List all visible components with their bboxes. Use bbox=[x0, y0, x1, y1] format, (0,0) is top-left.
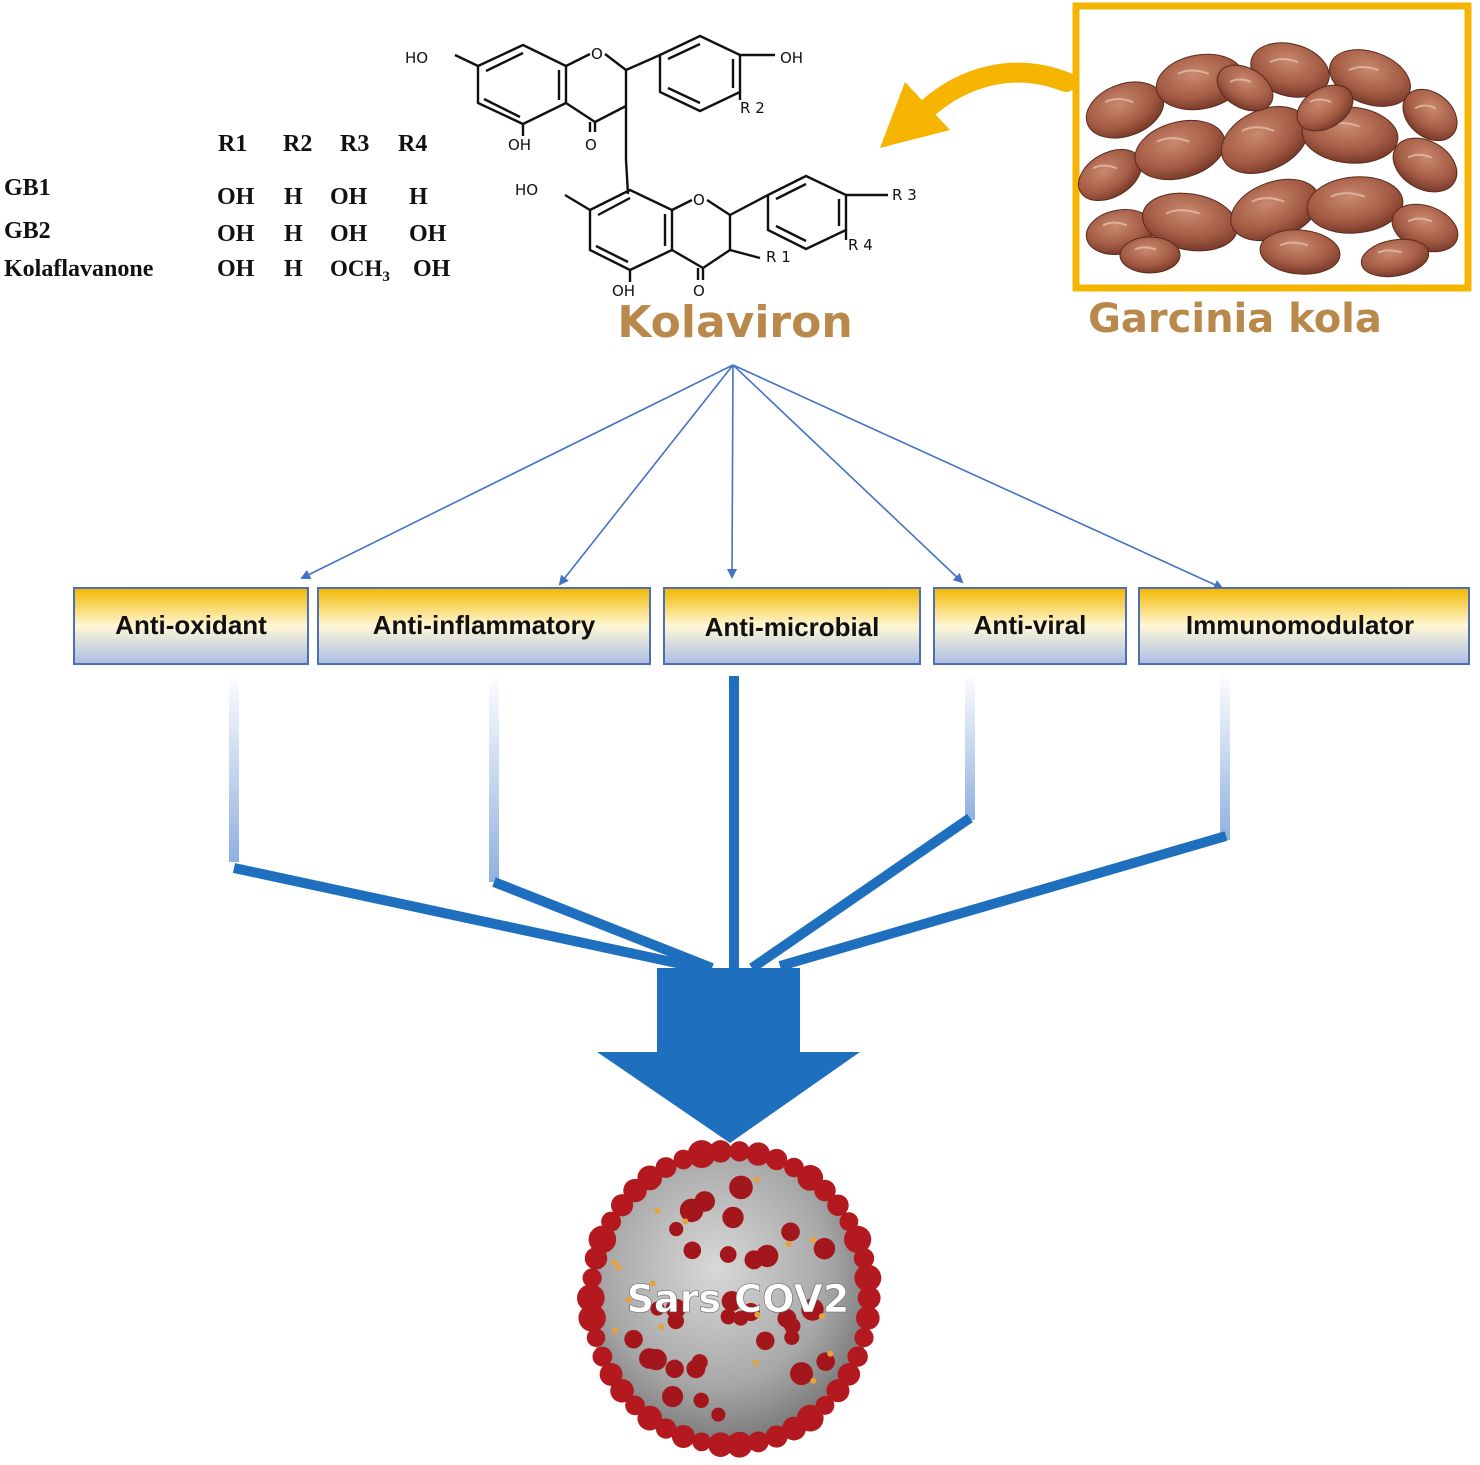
table-header-r3: R3 bbox=[340, 131, 369, 157]
activity-box bbox=[1138, 587, 1470, 665]
table-header-r4: R4 bbox=[398, 131, 427, 157]
label-r3: R 3 bbox=[892, 186, 917, 204]
activity-label: Anti-inflammatory bbox=[373, 610, 596, 640]
table-cell: OH bbox=[217, 221, 255, 247]
table-row-name: GB1 bbox=[4, 175, 51, 201]
table-cell: H bbox=[284, 221, 303, 247]
activity-box bbox=[933, 587, 1127, 665]
target-name: Sars COV2 bbox=[627, 1277, 850, 1321]
table-cell: OH bbox=[409, 221, 447, 247]
table-cell: OCH3 bbox=[330, 256, 390, 285]
activity-box bbox=[317, 587, 651, 665]
table-cell: OH bbox=[330, 184, 368, 210]
substituent-table: R1 R2 R3 R4 GB1 OH H OH H GB2 OH H OH OH… bbox=[4, 131, 451, 285]
activity-box bbox=[663, 587, 921, 665]
label-ho-bottom: HO bbox=[515, 181, 538, 199]
arrowhead-icon bbox=[880, 82, 950, 148]
kolaviron-structure bbox=[454, 34, 888, 282]
activity-label: Anti-oxidant bbox=[115, 610, 267, 640]
table-row-name: GB2 bbox=[4, 218, 51, 244]
sars-cov2-virus-icon bbox=[576, 1140, 882, 1458]
activity-label: Anti-viral bbox=[974, 610, 1087, 640]
table-cell: H bbox=[284, 184, 303, 210]
label-o-ring-bottom: O bbox=[693, 191, 705, 209]
label-carbonyl-bottom: O bbox=[693, 282, 705, 300]
source-to-compound-arrow bbox=[918, 62, 1076, 118]
convergence-arrow-icon bbox=[597, 968, 860, 1143]
activity-boxes: Anti-oxidant Anti-inflammatory Anti-micr… bbox=[73, 587, 1470, 665]
activity-box bbox=[73, 587, 309, 665]
compound-name: Kolaviron bbox=[617, 297, 852, 348]
activity-connectors bbox=[229, 672, 1230, 973]
activity-label: Anti-microbial bbox=[705, 612, 880, 642]
table-cell: H bbox=[409, 184, 428, 210]
compound-to-activity-arrows bbox=[300, 364, 1224, 590]
label-r1: R 1 bbox=[766, 248, 791, 266]
label-r2: R 2 bbox=[740, 99, 765, 117]
label-oh-bottom: OH bbox=[612, 282, 635, 300]
table-header-r2: R2 bbox=[283, 131, 312, 157]
label-oh-top-right: OH bbox=[780, 49, 803, 67]
table-header-r1: R1 bbox=[218, 131, 247, 157]
label-r4: R 4 bbox=[848, 236, 873, 254]
table-cell: OH bbox=[413, 256, 451, 282]
label-o-ring-top: O bbox=[591, 45, 603, 63]
label-oh-top-bottom: OH bbox=[508, 136, 531, 154]
table-cell: H bbox=[284, 256, 303, 282]
label-ho-top: HO bbox=[405, 49, 428, 67]
activity-label: Immunomodulator bbox=[1186, 610, 1414, 640]
garcinia-seeds-image bbox=[1078, 42, 1459, 278]
table-cell: OH bbox=[217, 184, 255, 210]
table-cell: OH bbox=[217, 256, 255, 282]
source-name: Garcinia kola bbox=[1088, 296, 1382, 342]
table-row-name: Kolaflavanone bbox=[4, 256, 154, 282]
table-cell: OH bbox=[330, 221, 368, 247]
structure-labels: HO OH O O OH R 2 HO O O OH R 1 R 3 R 4 bbox=[405, 45, 917, 300]
label-carbonyl-top: O bbox=[585, 136, 597, 154]
